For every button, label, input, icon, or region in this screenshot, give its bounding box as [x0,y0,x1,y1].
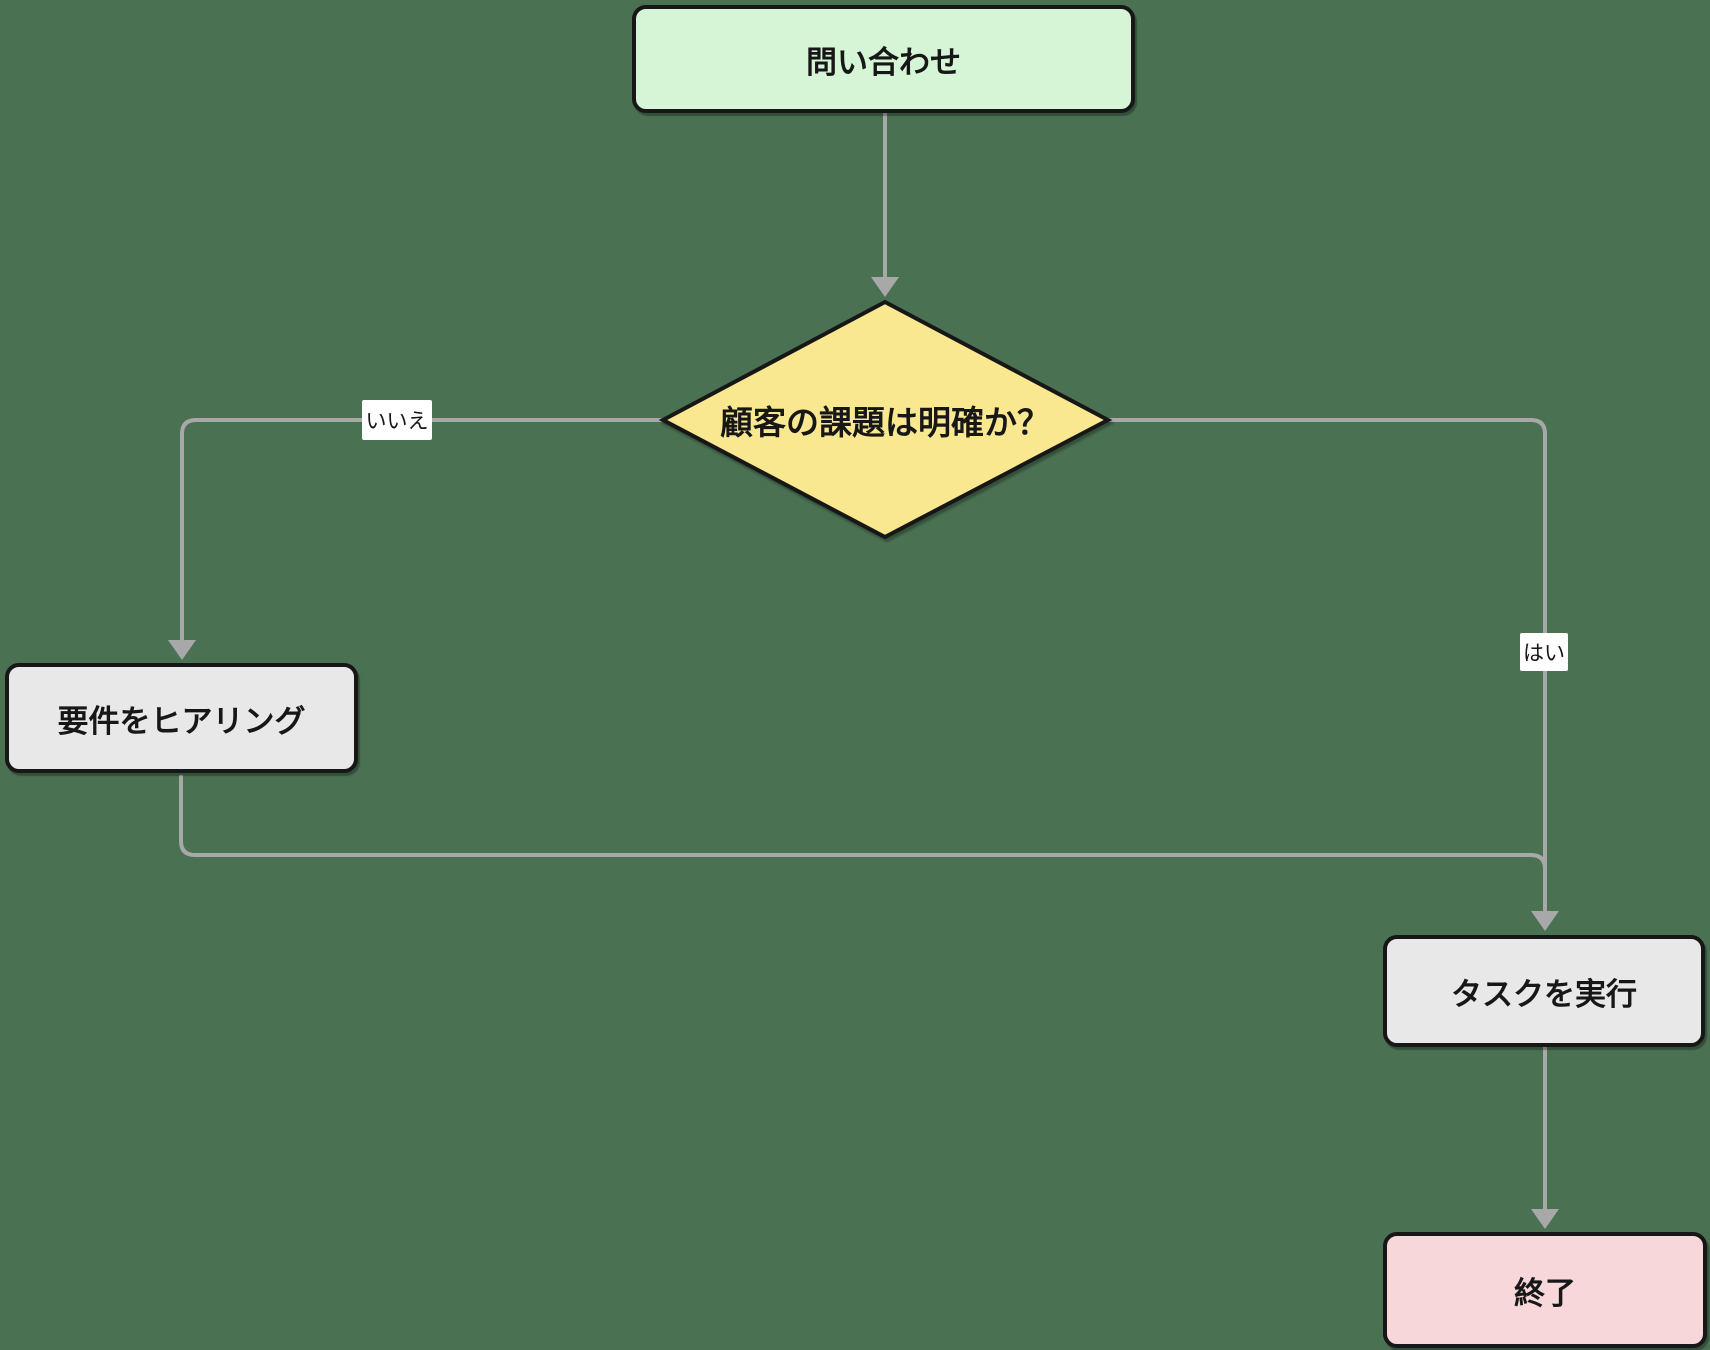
node-task-label: タスクを実行 [1451,976,1637,1013]
flowchart-node-inquiry: 問い合わせ [632,5,1135,113]
node-decision-label: 顧客の課題は明確か？ [720,403,1050,442]
edge-decision-to-hearing [180,418,663,642]
node-end-label: 終了 [1514,1275,1576,1312]
decision-diamond-shape [658,299,1113,540]
edge-decision-to-task [1108,418,1547,913]
edge-label-yes: はい [1520,633,1568,671]
edge-label-yes-text: はい [1523,641,1565,665]
arrowhead-task [1531,911,1559,931]
edge-hearing-to-task [179,775,1547,913]
edge-label-no: いいえ [362,400,432,440]
flowchart-node-end: 終了 [1383,1232,1707,1348]
arrowhead-hearing [168,640,196,660]
edge-label-no-text: いいえ [365,409,429,433]
node-inquiry-label: 問い合わせ [806,44,961,81]
node-hearing-label: 要件をヒアリング [57,703,306,740]
arrowhead-end [1531,1209,1559,1229]
arrowhead-decision [871,277,899,297]
flowchart-node-task: タスクを実行 [1383,935,1705,1047]
flowchart-node-hearing: 要件をヒアリング [5,663,358,773]
flowchart-node-decision: 顧客の課題は明確か？ [663,380,1107,460]
